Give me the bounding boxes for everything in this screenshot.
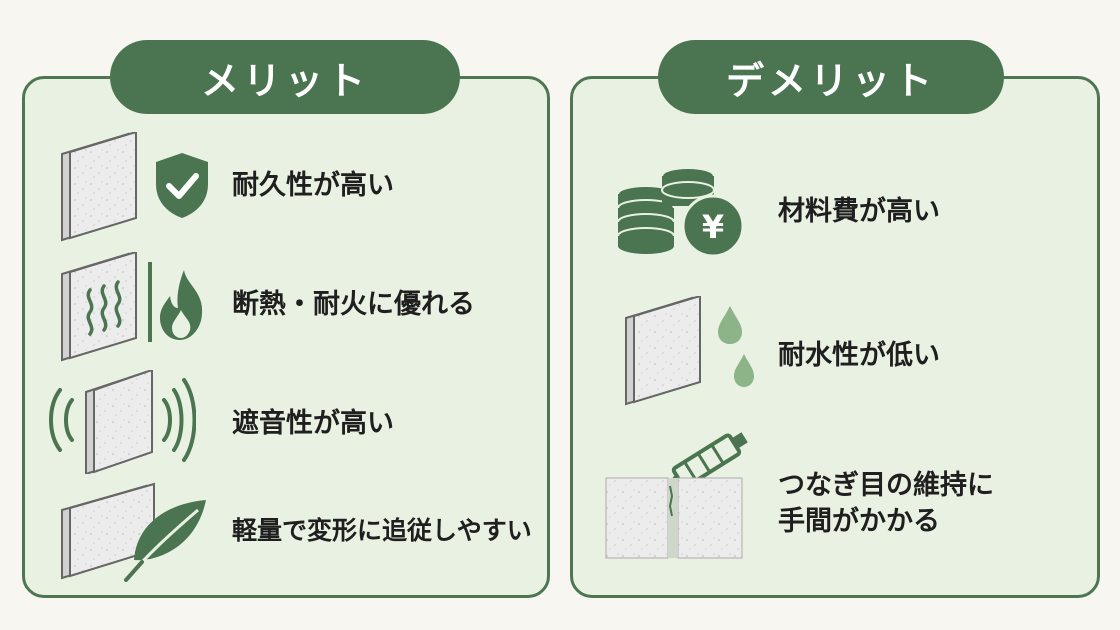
- board-icon: [61, 132, 137, 242]
- merit-item-durability: 耐久性が高い: [232, 170, 394, 201]
- demerit-item-joint-maintenance-line2: 手間がかかる: [778, 505, 940, 537]
- demerit-item-cost: 材料費が高い: [778, 196, 940, 227]
- demerit-item-joint-maintenance-line1: つなぎ目の維持に: [778, 470, 994, 501]
- merit-item-insulation-fire: 断熱・耐火に優れる: [232, 289, 475, 320]
- board-icon: [61, 482, 155, 580]
- demerit-item-water-resistance: 耐水性が低い: [778, 340, 940, 371]
- board-icon: [61, 252, 137, 362]
- demerit-title: デメリット: [658, 40, 1004, 114]
- shield-check-icon: [156, 153, 208, 218]
- water-drops-icon: [718, 306, 754, 387]
- heat-and-flame-icon: [148, 262, 203, 342]
- merit-title: メリット: [110, 40, 460, 114]
- sound-waves-icon: [49, 370, 196, 474]
- svg-text:¥: ¥: [702, 208, 724, 246]
- board-icon: [625, 296, 701, 406]
- merit-item-lightweight: 軽量で変形に追従しやすい: [232, 516, 532, 545]
- demerit-item-joint-maintenance: つなぎ目の維持に 手間がかかる: [778, 468, 994, 539]
- leaf-icon: [124, 500, 206, 582]
- caulking-gun-icon: [605, 432, 748, 559]
- yen-coins-icon: ¥: [617, 167, 745, 258]
- merit-item-sound-insulation: 遮音性が高い: [232, 408, 394, 439]
